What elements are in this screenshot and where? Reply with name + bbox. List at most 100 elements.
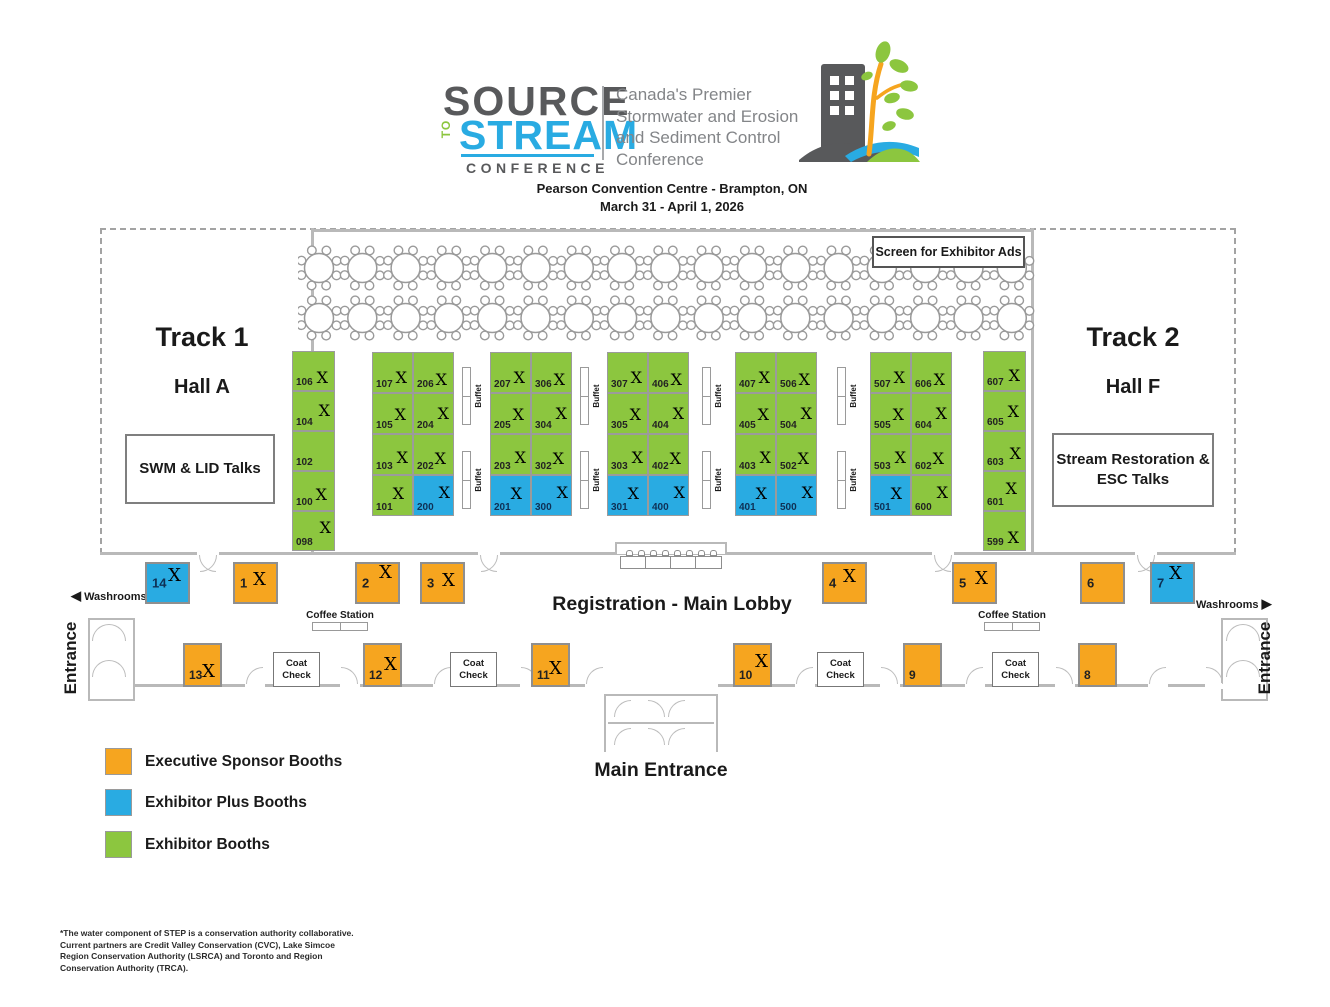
sold-x-mark: X: [318, 401, 330, 420]
sold-x-mark: X: [1008, 366, 1020, 385]
entrance-vestibule-left: [88, 618, 135, 701]
booth-number: 205: [494, 420, 511, 431]
tagline-line: and Sediment Control: [616, 128, 781, 147]
booth-number: 098: [296, 537, 313, 548]
buffet-table: [462, 367, 471, 425]
buffet-label: Buffet: [849, 468, 858, 492]
desk-chair: [674, 550, 681, 556]
logo-word-source: SOURCE: [443, 78, 631, 124]
door-gap: [520, 683, 540, 689]
sold-x-mark: X: [755, 484, 767, 503]
legend-label-sponsor: Executive Sponsor Booths: [145, 753, 343, 770]
sold-x-mark: X: [630, 368, 642, 387]
booth-number: 101: [376, 502, 393, 513]
booth-number: 203: [494, 461, 511, 472]
main-entrance-divider: [608, 722, 714, 724]
sold-x-mark: X: [672, 404, 684, 423]
booth-102[interactable]: 102: [292, 431, 335, 471]
coat-check-label: Coat: [1004, 657, 1027, 669]
booth-number: 300: [535, 502, 552, 513]
booth-number: 302: [535, 461, 552, 472]
washrooms-left-label: Washrooms: [84, 591, 147, 603]
registration-desk: [620, 556, 722, 569]
booth-8[interactable]: 8: [1078, 643, 1117, 687]
booth-6[interactable]: 6: [1080, 562, 1125, 604]
booth-300[interactable]: 300 X: [531, 475, 572, 516]
sold-x-mark: X: [556, 483, 568, 502]
buffet-label: Buffet: [714, 468, 723, 492]
sold-x-mark: X: [801, 483, 813, 502]
coat-check-label: Check: [1001, 669, 1030, 681]
sold-x-mark: X: [798, 370, 810, 389]
footnote-line: Region Conservation Authority (LSRCA) an…: [60, 951, 323, 961]
sold-x-mark: X: [631, 448, 643, 467]
venue-dates: March 31 - April 1, 2026: [599, 199, 745, 214]
sold-x-mark: X: [1007, 402, 1019, 421]
booth-number: 107: [376, 379, 393, 390]
legend-label-exhibitor: Exhibitor Booths: [145, 836, 270, 853]
door-gap: [1135, 551, 1157, 557]
booth-9[interactable]: 9: [903, 643, 942, 687]
